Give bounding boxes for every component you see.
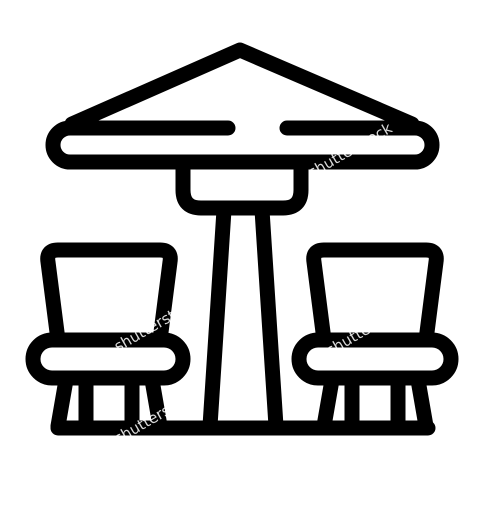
left-chair-back: [40, 242, 178, 348]
right-chair: [291, 242, 459, 434]
left-chair: [25, 242, 191, 434]
umbrella-hub: [175, 158, 309, 216]
table-pole-right-edge: [254, 202, 284, 434]
left-chair-legs: [50, 372, 168, 434]
left-chair-seat: [25, 332, 191, 386]
right-chair-back: [306, 242, 444, 348]
table-pole: [202, 202, 232, 434]
right-chair-legs: [316, 372, 434, 434]
right-chair-seat: [291, 332, 459, 386]
umbrella-canopy: [64, 42, 420, 132]
umbrella-rim: [45, 120, 440, 170]
watermark-text-3: shutterstock: [323, 297, 413, 360]
